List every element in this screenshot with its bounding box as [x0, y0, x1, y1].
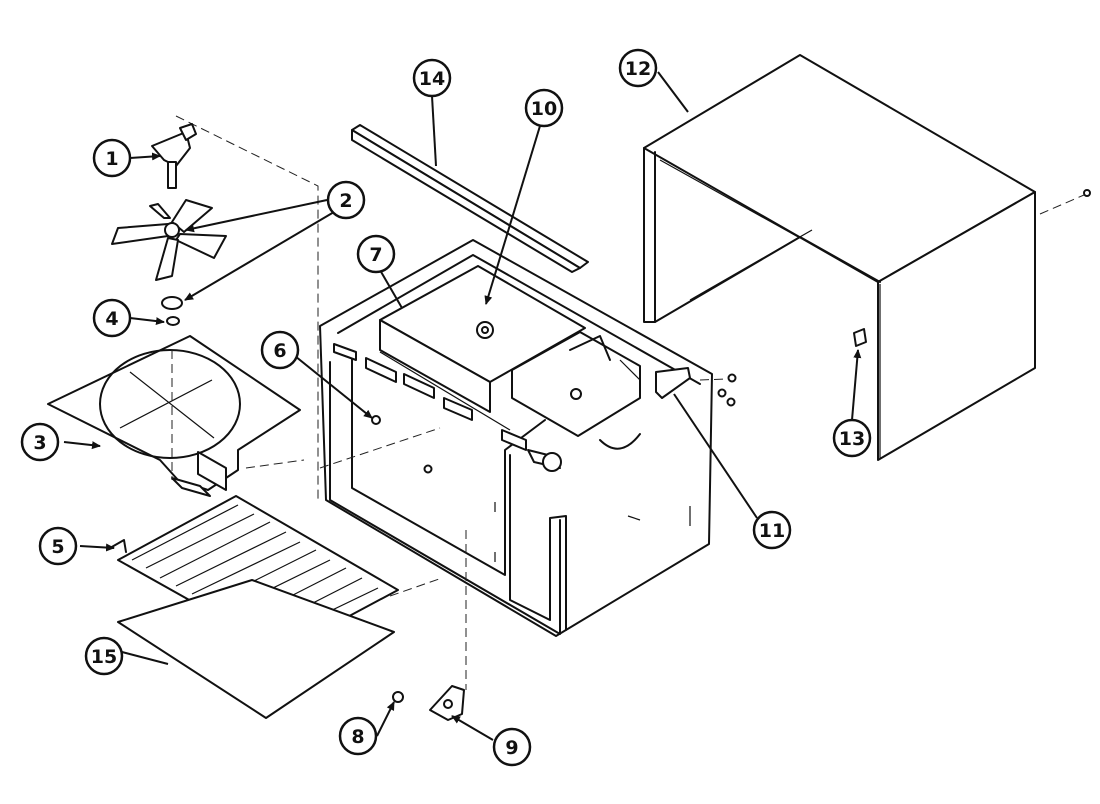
svg-text:11: 11 [759, 520, 785, 542]
callout-5: 5 [38, 526, 78, 566]
leader-lines [63, 71, 862, 741]
bottom-hardware-part [392, 685, 465, 721]
callout-11: 11 [752, 510, 792, 550]
oven-cavity-part [319, 239, 713, 637]
outer-cabinet-part [643, 54, 1091, 461]
fan-blade-part [111, 199, 227, 310]
callout-6: 6 [260, 330, 300, 370]
svg-text:9: 9 [505, 737, 518, 759]
svg-text:14: 14 [419, 68, 445, 90]
svg-text:10: 10 [531, 98, 557, 120]
fan-plate-part [47, 335, 301, 497]
callout-7: 7 [356, 234, 396, 274]
top-bracket-part [351, 124, 589, 273]
projection-lines [171, 115, 467, 690]
svg-text:5: 5 [51, 536, 64, 558]
callout-10: 10 [524, 88, 564, 128]
callout-4: 4 [92, 298, 132, 338]
svg-text:15: 15 [91, 646, 117, 668]
callout-9: 9 [492, 727, 532, 767]
callout-12: 12 [618, 48, 658, 88]
bottom-tray-part [117, 579, 395, 719]
svg-text:8: 8 [351, 726, 364, 748]
callout-13: 13 [832, 418, 872, 458]
svg-text:3: 3 [33, 432, 46, 454]
clip-part [853, 328, 867, 347]
callout-8: 8 [338, 716, 378, 756]
washer-part [166, 316, 180, 326]
svg-text:6: 6 [273, 340, 286, 362]
svg-text:2: 2 [339, 190, 352, 212]
svg-text:13: 13 [839, 428, 865, 450]
screw-part [371, 373, 737, 474]
callout-2: 2 [326, 180, 366, 220]
callout-3: 3 [20, 422, 60, 462]
fan-nut-part [151, 123, 197, 189]
svg-text:12: 12 [625, 58, 651, 80]
svg-text:1: 1 [105, 148, 118, 170]
side-bracket-part [655, 367, 691, 399]
callout-14: 14 [412, 58, 452, 98]
callout-1: 1 [92, 138, 132, 178]
callout-15: 15 [84, 636, 124, 676]
svg-text:7: 7 [369, 244, 382, 266]
svg-text:4: 4 [105, 308, 118, 330]
